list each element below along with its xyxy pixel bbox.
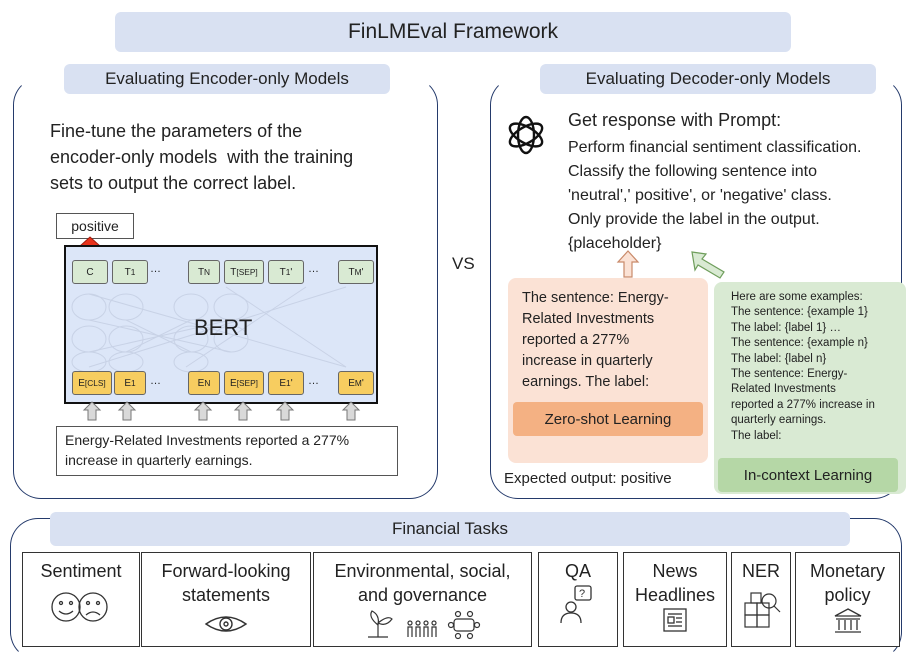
- embed-esep: E[SEP]: [224, 371, 264, 395]
- encoder-description: Fine-tune the parameters of the encoder-…: [50, 121, 354, 193]
- in-context-text: Here are some examples: The sentence: {e…: [731, 291, 875, 442]
- prompt-title: Get response with Prompt:: [568, 110, 782, 130]
- task-news-headlines: News Headlines: [623, 552, 727, 647]
- task-label: NER: [741, 561, 780, 581]
- task-ner: NER: [731, 552, 791, 647]
- prompt-text: Perform financial sentiment classificati…: [568, 139, 862, 252]
- input-arrows: [82, 401, 361, 421]
- expected-output-value: : positive: [612, 470, 672, 487]
- task-label: Monetary policy: [809, 561, 886, 605]
- ellipsis: …: [308, 263, 319, 275]
- task-label: Forward-looking statements: [161, 561, 291, 605]
- question-person-icon: ?: [560, 585, 592, 624]
- input-sentence-box: Energy-Related Investments reported a 27…: [56, 426, 398, 476]
- boxes-search-icon: [744, 592, 781, 628]
- newspaper-icon: [663, 608, 687, 632]
- task-label: Sentiment: [40, 561, 122, 581]
- plant-people-meeting-icon: [367, 610, 480, 640]
- ellipsis: …: [308, 375, 319, 387]
- encoder-panel: [13, 77, 438, 499]
- task-label: QA: [564, 561, 591, 581]
- emoji-faces-icon: [51, 592, 108, 622]
- task-qa: QA ?: [538, 552, 618, 647]
- bert-network-lines: [71, 286, 347, 373]
- task-esg: Environmental, social, and governance: [313, 552, 532, 647]
- vs-label: VS: [452, 254, 475, 273]
- task-label: Environmental, social, and governance: [334, 561, 511, 605]
- output-label-box: positive: [56, 213, 134, 239]
- framework-title: FinLMEval Framework: [115, 12, 791, 52]
- token-c: C: [72, 260, 108, 284]
- task-monetary-policy: Monetary policy: [795, 552, 900, 647]
- svg-text:?: ?: [579, 588, 585, 600]
- task-label: News Headlines: [634, 561, 716, 605]
- expected-output: Expected output: positive: [504, 470, 672, 487]
- openai-logo-icon: [508, 115, 544, 155]
- decoder-header: Evaluating Decoder-only Models: [540, 64, 876, 94]
- zero-shot-label: Zero-shot Learning: [513, 402, 703, 436]
- bert-label: BERT: [194, 315, 253, 340]
- in-context-arrow-icon: [691, 251, 725, 279]
- bank-icon: [834, 608, 861, 633]
- task-forward-looking: Forward-looking statements: [141, 552, 311, 647]
- expected-output-prefix: Expected output: [504, 470, 613, 487]
- zero-shot-arrow-icon: [616, 250, 640, 278]
- embed-cls: E[CLS]: [72, 371, 112, 395]
- eye-icon: [204, 616, 248, 632]
- in-context-label: In-context Learning: [718, 458, 898, 492]
- token-tsep: T[SEP]: [224, 260, 264, 284]
- task-sentiment: Sentiment: [22, 552, 140, 647]
- encoder-header: Evaluating Encoder-only Models: [64, 64, 390, 94]
- ellipsis: …: [150, 263, 161, 275]
- ellipsis: …: [150, 375, 161, 387]
- zero-shot-text: The sentence: Energy- Related Investment…: [522, 290, 669, 390]
- tasks-header: Financial Tasks: [50, 512, 850, 546]
